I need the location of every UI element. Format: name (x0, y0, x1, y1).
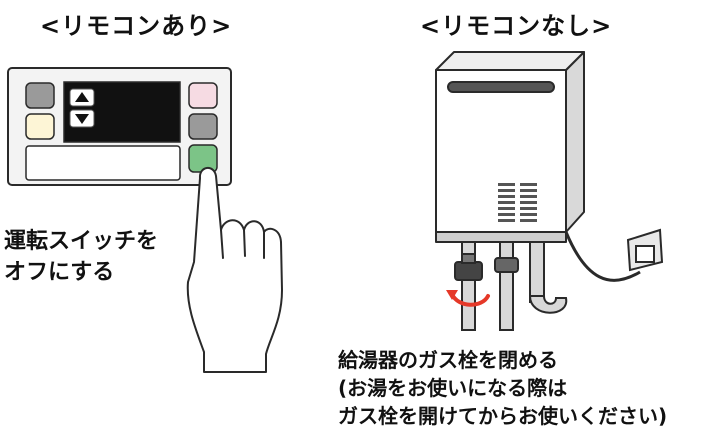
remote-caption-line-1: 運転スイッチを (4, 229, 159, 254)
no-remote-section-title: <リモコンなし> (420, 12, 613, 40)
remote-button-gray-right[interactable] (188, 113, 218, 140)
power-cable (564, 231, 641, 282)
operation-switch-button[interactable] (188, 144, 218, 173)
power-outlet (626, 228, 664, 272)
remote-button-gray-left[interactable] (25, 82, 55, 109)
down-arrow-icon (75, 114, 89, 124)
vent-grille (498, 183, 537, 222)
hand-pointer-icon (186, 167, 283, 373)
up-arrow-icon (75, 92, 89, 102)
remote-button-pink[interactable] (188, 82, 218, 109)
remote-section-title: <リモコンあり> (40, 12, 233, 40)
heater-caption-line-2: (お湯をお使いになる際は (338, 376, 568, 400)
pipes (461, 241, 568, 331)
remote-instruction-caption: 運転スイッチを オフにする (4, 226, 158, 288)
gas-valve[interactable] (454, 253, 519, 281)
water-heater (435, 51, 585, 243)
remote-button-cream-left[interactable] (25, 113, 55, 140)
heater-instruction-caption: 給湯器のガス栓を閉める (お湯をお使いになる際は ガス栓を開けてからお使いくださ… (338, 346, 667, 430)
remote-caption-line-2: オフにする (4, 260, 115, 285)
heater-caption-line-3: ガス栓を開けてからお使いください) (338, 404, 668, 428)
heater-caption-line-1: 給湯器のガス栓を閉める (338, 348, 558, 372)
valve-turn-arrow-icon (446, 290, 490, 307)
remote-lower-panel (25, 145, 181, 181)
remote-control (7, 67, 232, 186)
